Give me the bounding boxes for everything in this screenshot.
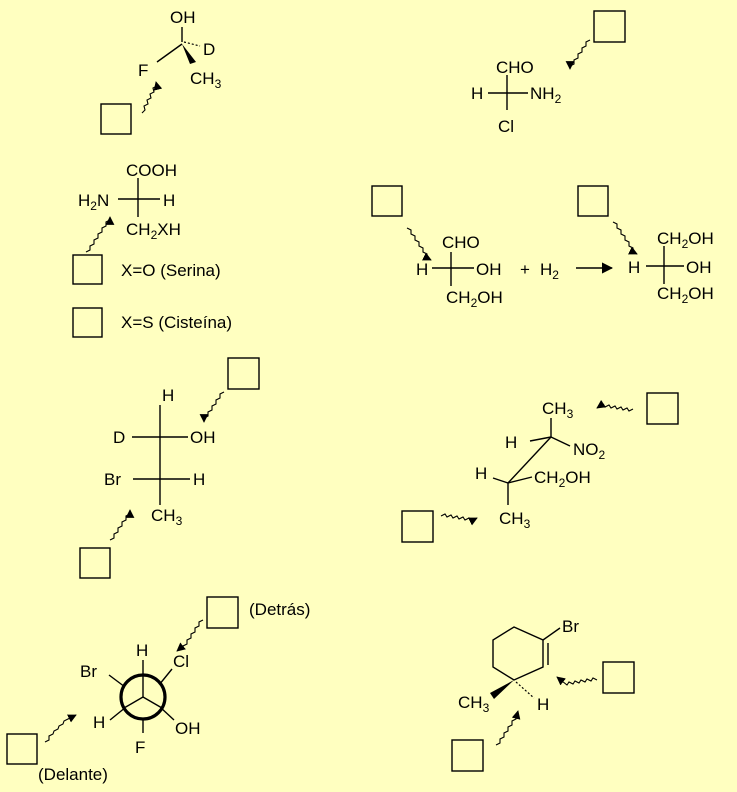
answer-box-13[interactable] — [602, 661, 635, 694]
m8-br-label: Br — [562, 617, 579, 636]
m6-ch3-bottom-label: CH3 — [499, 509, 531, 531]
m7-detras-label: (Detrás) — [249, 600, 310, 619]
m6-no2-label: NO2 — [573, 440, 606, 462]
molecule-3: COOH H2N H CH2XH X=O (Serina) X=S (Ciste… — [72, 161, 232, 338]
m3-cooh-label: COOH — [126, 161, 177, 180]
answer-box-6[interactable] — [577, 185, 609, 217]
m2-cl-label: Cl — [498, 117, 514, 136]
m3-option-serina: X=O (Serina) — [121, 261, 221, 280]
m2-h-label: H — [471, 84, 483, 103]
m7-h-top-label: H — [136, 641, 148, 660]
m5-h-top-label: H — [162, 386, 174, 405]
m3-h-label: H — [163, 191, 175, 210]
m2-cho-label: CHO — [496, 58, 534, 77]
m8-ch3-label: CH3 — [458, 693, 490, 715]
m3-h2n-label: H2N — [78, 191, 109, 213]
m7-h-left-label: H — [93, 713, 105, 732]
answer-box-5[interactable] — [371, 185, 403, 217]
answer-box-10[interactable] — [401, 510, 434, 543]
m8-ring — [492, 626, 544, 681]
m4-left-ch2oh-label: CH2OH — [446, 288, 503, 310]
m6-ch3-top-label: CH3 — [542, 399, 574, 421]
m4-plus-sign: + — [520, 260, 530, 279]
m8-h-label: H — [537, 695, 549, 714]
answer-box-3[interactable] — [72, 254, 103, 285]
m5-top-arrow — [199, 391, 225, 423]
m5-ch3-label: CH3 — [151, 506, 183, 528]
m1-arrow — [141, 81, 163, 114]
answer-box-7[interactable] — [227, 357, 260, 390]
m4-right-oh-label: OH — [686, 258, 712, 277]
m8-right-arrow — [556, 676, 598, 686]
molecule-2: CHO H NH2 Cl — [471, 10, 626, 136]
m4-left-h-label: H — [416, 260, 428, 279]
molecule-5: H D OH Br H CH3 — [79, 357, 260, 579]
m8-bottom-arrow — [495, 710, 521, 746]
m7-bottom-arrow — [44, 714, 77, 743]
m4-right-h-label: H — [628, 258, 640, 277]
answer-box-11[interactable] — [206, 596, 239, 629]
m4-right-ch2oh-top-label: CH2OH — [657, 229, 714, 251]
m3-option-cisteina: X=S (Cisteína) — [121, 313, 232, 332]
m4-h2-label: H2 — [540, 260, 559, 282]
molecule-6: CH3 H NO2 H CH2OH CH3 — [401, 392, 679, 543]
m7-oh-label: OH — [175, 719, 201, 738]
answer-box-2[interactable] — [593, 10, 626, 43]
answer-box-1[interactable] — [100, 103, 132, 135]
m4-left-oh-label: OH — [476, 260, 502, 279]
m7-f-label: F — [135, 738, 145, 757]
m4-left-cho-label: CHO — [442, 233, 480, 252]
m7-br-label: Br — [80, 662, 97, 681]
answer-box-8[interactable] — [79, 547, 111, 579]
molecule-4: CHO H OH CH2OH + H2 CH2OH H OH CH2OH — [371, 185, 714, 310]
molecule-1: OH D F CH3 — [100, 8, 222, 135]
m7-cl-label: Cl — [173, 652, 189, 671]
m6-left-arrow — [440, 513, 478, 526]
m6-h2-label: H — [475, 464, 487, 483]
m5-d-label: D — [113, 428, 125, 447]
m5-oh-label: OH — [190, 428, 216, 447]
m1-f-label: F — [138, 61, 148, 80]
m1-ch3-label: CH3 — [190, 69, 222, 91]
m6-right-arrow — [596, 399, 634, 412]
m7-top-arrow — [176, 619, 204, 652]
m1-d-label: D — [203, 40, 215, 59]
m7-delante-label: (Delante) — [38, 765, 108, 784]
m5-bottom-arrow — [109, 509, 135, 541]
m2-arrow — [565, 39, 591, 70]
m4-right-arrow — [612, 221, 638, 255]
m6-h1-label: H — [505, 433, 517, 452]
answer-box-9[interactable] — [646, 392, 679, 425]
answer-box-4[interactable] — [72, 307, 103, 338]
m3-arrow — [85, 216, 115, 253]
m4-right-ch2oh-bottom-label: CH2OH — [657, 284, 714, 306]
m5-br-label: Br — [104, 470, 121, 489]
m5-h-right-label: H — [193, 470, 205, 489]
m6-ch2oh-label: CH2OH — [534, 468, 591, 490]
m2-nh2-label: NH2 — [530, 84, 562, 106]
answer-box-12[interactable] — [6, 733, 38, 765]
molecule-7: (Detrás) H Br Cl H OH F (Delante) — [6, 596, 310, 784]
answer-box-14[interactable] — [451, 739, 484, 772]
molecule-8: Br CH3 H — [451, 617, 635, 772]
m1-oh-label: OH — [170, 8, 196, 27]
m4-left-arrow — [406, 227, 432, 261]
m3-ch2xh-label: CH2XH — [126, 220, 181, 242]
